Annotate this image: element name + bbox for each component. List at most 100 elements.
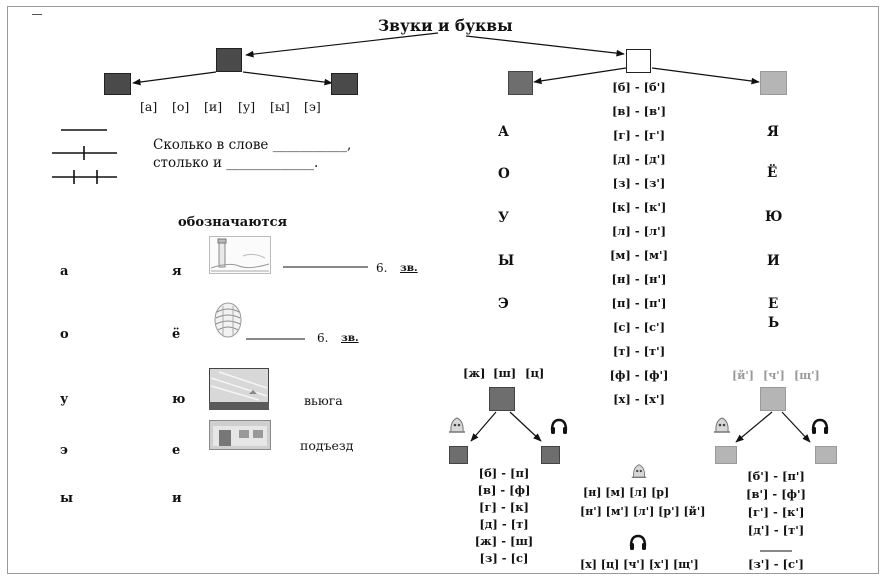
arrow-title-to-consonants (465, 35, 625, 57)
answer-number: 6. (317, 331, 329, 345)
vowel-sound: [э] (304, 99, 321, 114)
consonant-pair: [б] - [б'] (612, 80, 666, 94)
vowel-letter: а (60, 264, 69, 279)
denote-label: обозначаются (178, 215, 288, 230)
vowel-sound: [о] (172, 99, 190, 114)
consonant-pair: [н] - [н'] (611, 272, 667, 286)
voiceless-hard-square (541, 446, 560, 464)
soft-letter: Ё (767, 165, 778, 181)
voiceless-soft-square (815, 446, 837, 464)
arrow-hard-right (509, 411, 542, 442)
always-hard-sound: [ш] (493, 366, 517, 380)
hard-consonants-square (508, 71, 533, 95)
voiced-voiceless-pair: [в] - [ф] (477, 483, 531, 497)
consonant-pair: [в] - [в'] (611, 104, 667, 118)
rule-line-1: Сколько в слове ___________, (153, 137, 352, 153)
vowel-letter: э (60, 443, 68, 458)
word-label: вьюга (304, 393, 343, 408)
vowel-sound: [ы] (270, 99, 290, 114)
arrow-consonants-left (533, 67, 627, 85)
consonant-pair: [х] - [х'] (613, 392, 665, 406)
always-soft-sound: [ч'] (763, 369, 785, 382)
sonorants-row: [н] [м] [л] [р] (583, 486, 670, 499)
vowel-letter: у (60, 392, 69, 407)
blizzard-picture (209, 368, 269, 410)
iotated-letter: е (172, 443, 181, 458)
arrow-soft-left (735, 411, 773, 443)
consonant-pair: [г] - [г'] (612, 128, 666, 142)
bell-icon (714, 417, 730, 433)
vowels-square-left (104, 73, 131, 95)
headphones-icon (550, 418, 568, 434)
hard-letter: А (498, 124, 509, 140)
corner-mark (32, 14, 42, 15)
soft-letter: Ю (765, 209, 783, 225)
sonorants-row: [н'] [м'] [л'] [р'] [й'] (580, 505, 706, 518)
voiced-soft-square (715, 446, 737, 464)
hard-letter: У (498, 210, 509, 226)
rule-line-2: столько и _____________. (153, 155, 319, 171)
answer-number: 6. (376, 261, 388, 275)
voiced-voiceless-pair: [д] - [т] (479, 517, 529, 531)
arrow-consonants-right (651, 67, 760, 85)
consonant-pair: [д] - [д'] (612, 152, 666, 166)
soft-consonants-square (760, 71, 787, 95)
voiced-voiceless-soft-pair: [б'] - [п'] (747, 469, 805, 483)
soft-letter: И (767, 253, 780, 269)
voiced-voiceless-soft-pair: [д'] - [т'] (747, 523, 805, 537)
voiced-voiceless-pair: [ж] - [ш] (474, 534, 534, 548)
iotated-letter: ю (172, 392, 186, 407)
consonant-pair: [м] - [м'] (609, 248, 669, 262)
vowel-sound: [и] (204, 99, 223, 114)
consonant-pair: [ф] - [ф'] (609, 368, 669, 382)
voiced-voiceless-pair: [б] - [п] (478, 466, 530, 480)
voiced-voiceless-pair: [г] - [к] (479, 500, 529, 514)
consonants-square (626, 49, 651, 73)
arrow-vowels-right (242, 71, 333, 86)
voiced-voiceless-soft-pair: [з'] - [с'] (748, 557, 804, 571)
always-hard-sound: [ж] (463, 366, 486, 380)
word-label: подъезд (300, 438, 354, 453)
iotated-letter: и (172, 491, 182, 506)
voiced-voiceless-soft-pair: [г'] - [к'] (747, 505, 805, 519)
vowels-square (216, 48, 242, 72)
headphones-icon (811, 418, 829, 434)
voiced-voiceless-soft-pair: [в'] - [ф'] (746, 487, 806, 501)
voiceless-unpaired: [х] [ц] [ч'] [х'] [щ'] (580, 558, 699, 571)
lighthouse-picture (209, 236, 271, 274)
consonant-pair: [к] - [к'] (611, 200, 667, 214)
consonant-pair: [т] - [т'] (612, 344, 666, 358)
pinecone-picture (214, 302, 242, 338)
arrow-vowels-left (132, 71, 217, 86)
always-hard-sound: [ц] (525, 366, 545, 380)
voiced-voiceless-pair: [з] - [с] (479, 551, 529, 565)
soft-letter: Е (768, 296, 779, 312)
entrance-picture (209, 420, 271, 450)
hard-letter: Ы (498, 253, 515, 269)
consonant-pair: [з] - [з'] (612, 176, 666, 190)
arrow-title-to-vowels (245, 32, 439, 58)
arrow-hard-left (470, 411, 497, 442)
bell-icon (631, 464, 647, 478)
vowel-sound: [а] (140, 99, 158, 114)
consonant-pair: [с] - [с'] (612, 320, 666, 334)
page-frame (7, 6, 879, 574)
soft-letter: Я (767, 124, 779, 140)
vowel-letter: ы (60, 491, 74, 506)
consonant-pair: [п] - [п'] (611, 296, 667, 310)
hard-letter: Э (498, 296, 509, 312)
always-soft-sound: [й'] (732, 369, 754, 382)
vowels-square-right (331, 73, 358, 95)
voiced-hard-square (449, 446, 468, 464)
iotated-letter: ё (172, 327, 181, 342)
iotated-letter: я (172, 264, 182, 279)
always-soft-sound: [щ'] (794, 369, 820, 382)
vowel-sound: [у] (238, 99, 256, 114)
sounds-abbr: зв. (400, 262, 418, 274)
hard-sound-square (489, 387, 515, 411)
hard-letter: О (498, 166, 510, 182)
arrow-soft-right (781, 411, 811, 443)
sounds-abbr: зв. (341, 332, 359, 344)
consonant-pair: [л] - [л'] (611, 224, 667, 238)
